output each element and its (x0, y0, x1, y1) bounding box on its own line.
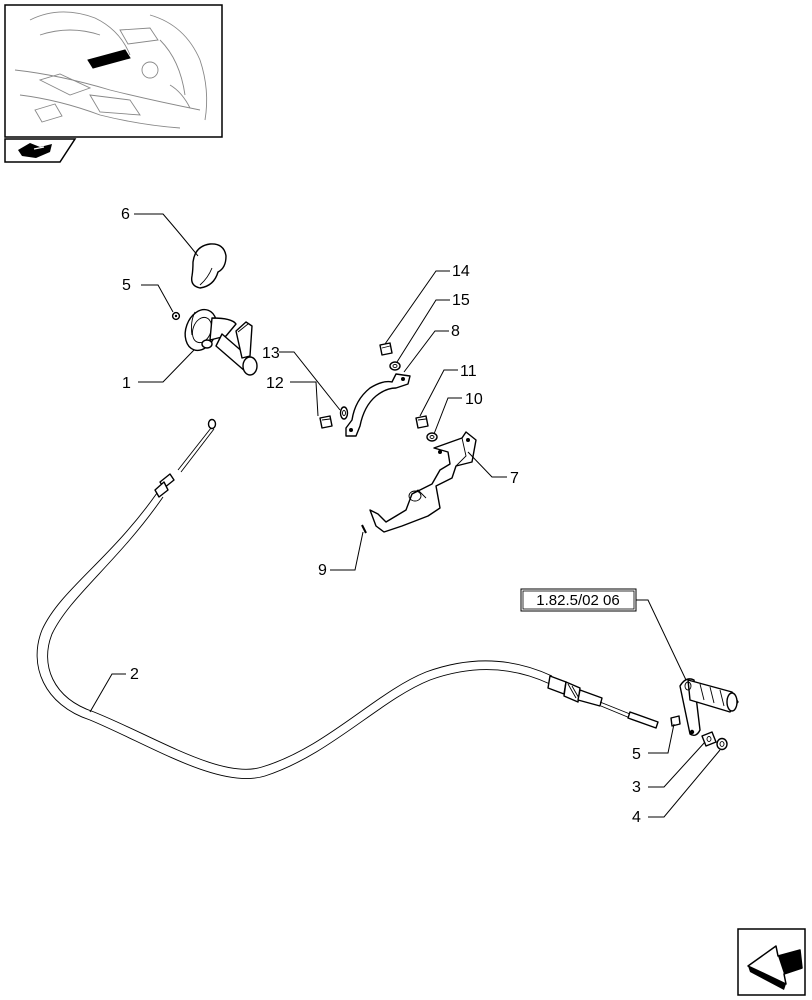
callout-15: 15 (452, 292, 470, 309)
callout-11: 11 (460, 363, 477, 380)
part-knob-6 (190, 243, 227, 289)
part-washer-15 (389, 361, 401, 371)
callout-3: 3 (632, 779, 641, 796)
part-nut-3 (701, 731, 717, 747)
part-clamp-8 (345, 373, 411, 437)
callout-8: 8 (451, 323, 460, 340)
callout-6: 6 (121, 206, 130, 223)
callout-5-lower: 5 (632, 746, 641, 763)
callout-10: 10 (465, 391, 483, 408)
callout-12: 12 (266, 375, 284, 392)
part-screw-14 (379, 342, 393, 356)
callout-13: 13 (262, 345, 280, 362)
callout-7: 7 (510, 470, 519, 487)
reference-box[interactable]: 1.82.5/02 06 (520, 588, 637, 612)
callout-4: 4 (632, 809, 641, 826)
callout-14: 14 (452, 263, 470, 280)
part-bracket-7 (369, 431, 477, 533)
callout-2: 2 (130, 666, 139, 683)
section-tab (4, 138, 77, 163)
part-pin-9 (361, 524, 367, 534)
part-washer-4 (716, 737, 728, 751)
part-lever-assembly-1 (184, 308, 258, 376)
part-washer-13 (339, 406, 349, 420)
reference-code: 1.82.5/02 06 (536, 592, 619, 609)
part-cable-2 (36, 418, 659, 780)
hand-lever-icon (18, 143, 52, 158)
part-washer-10 (426, 432, 438, 442)
next-page-button[interactable] (737, 928, 806, 996)
callout-9: 9 (318, 562, 327, 579)
part-screw-12 (319, 415, 333, 429)
part-linkage-arm (679, 678, 739, 737)
callout-5-upper: 5 (122, 277, 131, 294)
part-screw-11 (415, 415, 429, 429)
arrow-next-page-icon (747, 945, 803, 990)
callout-numbers: 6 5 1 13 12 14 15 8 11 10 7 9 2 5 3 4 (121, 206, 641, 826)
callout-1: 1 (122, 375, 131, 392)
part-pin-5-upper (171, 311, 181, 321)
locator-thumbnail (4, 4, 223, 138)
leader-lines (89, 213, 721, 818)
part-pin-5-lower (670, 715, 681, 727)
